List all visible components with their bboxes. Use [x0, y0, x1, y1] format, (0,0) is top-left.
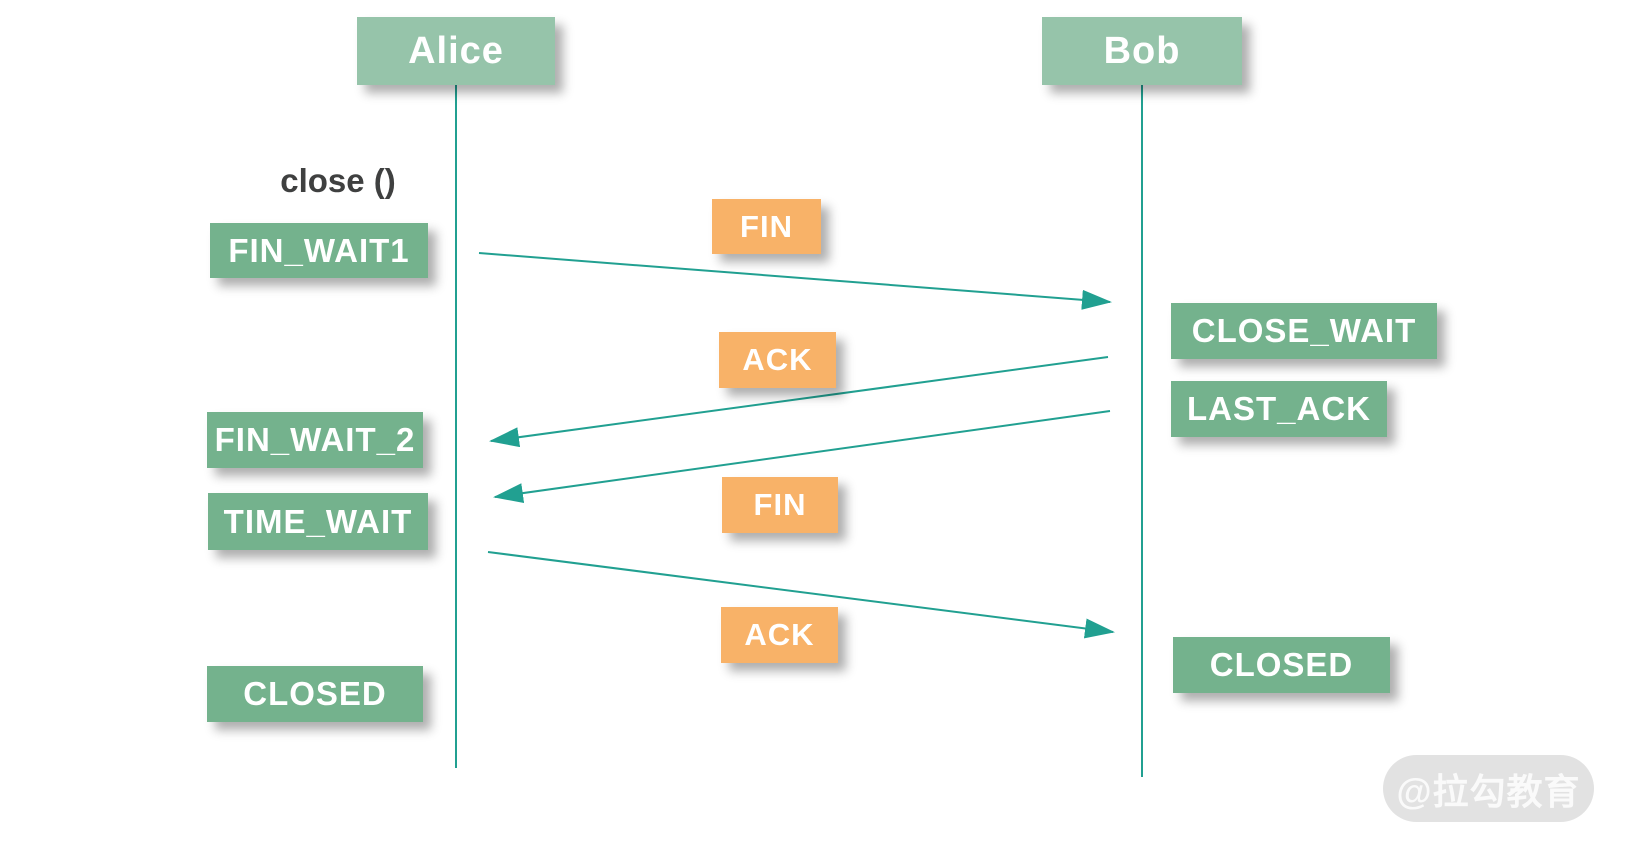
message-label: FIN [753, 487, 807, 522]
ack-arrow-alice-to-bob [487, 551, 1115, 639]
message-label: ACK [744, 617, 815, 652]
state-box-closed-alice: CLOSED [207, 666, 423, 722]
message-label: ACK [742, 342, 813, 377]
ack-arrow-bob-to-alice [489, 356, 1109, 448]
watermark-text: @拉勾教育 [1396, 770, 1581, 812]
state-label: FIN_WAIT_2 [214, 421, 416, 458]
fin-arrow-bob-to-alice [493, 410, 1111, 504]
state-box-fin-wait-2: FIN_WAIT_2 [207, 412, 423, 468]
state-box-fin-wait1: FIN_WAIT1 [210, 223, 428, 278]
fin-arrow-alice-to-bob [478, 252, 1112, 310]
close-call-annotation: close () [280, 162, 396, 199]
state-label: FIN_WAIT1 [228, 231, 410, 269]
actor-box-alice: Alice [357, 17, 555, 85]
actor-label-alice: Alice [408, 29, 504, 72]
state-box-last-ack: LAST_ACK [1171, 381, 1387, 437]
actor-box-bob: Bob [1042, 17, 1242, 85]
state-label: CLOSED [243, 675, 387, 712]
state-label: TIME_WAIT [223, 502, 413, 540]
message-label-fin-2: FIN [722, 477, 838, 533]
state-box-close-wait: CLOSE_WAIT [1171, 303, 1437, 359]
state-box-time-wait: TIME_WAIT [208, 493, 428, 550]
actor-label-bob: Bob [1103, 29, 1181, 72]
message-label-ack-1: ACK [719, 332, 836, 388]
state-label: CLOSED [1209, 646, 1354, 683]
state-label: CLOSE_WAIT [1191, 312, 1417, 349]
message-label-ack-2: ACK [721, 607, 838, 663]
message-label-fin-1: FIN [712, 199, 821, 254]
message-label: FIN [740, 208, 793, 244]
watermark-badge: @拉勾教育 [1383, 755, 1594, 822]
state-label: LAST_ACK [1186, 390, 1371, 427]
state-box-closed-bob: CLOSED [1173, 637, 1390, 693]
